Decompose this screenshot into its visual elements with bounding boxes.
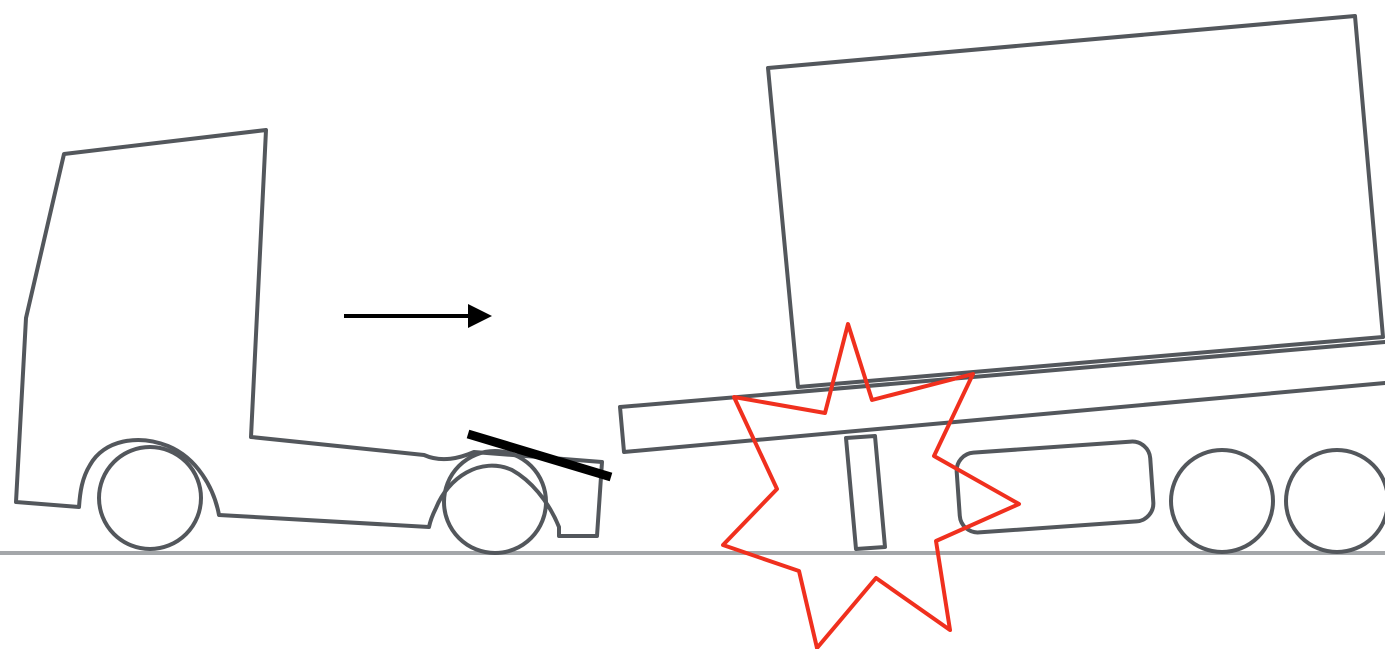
semi-trailer (620, 16, 1385, 552)
tractor-front-wheel (99, 447, 201, 549)
right-arrow-icon (344, 304, 492, 328)
landing-gear (846, 436, 885, 549)
trailer-wheel-2 (1286, 450, 1385, 552)
trailer-wheel-1 (1171, 450, 1273, 552)
tractor-unit (16, 130, 611, 553)
fifth-wheel-plate (468, 434, 611, 477)
trailer-box (768, 16, 1383, 387)
